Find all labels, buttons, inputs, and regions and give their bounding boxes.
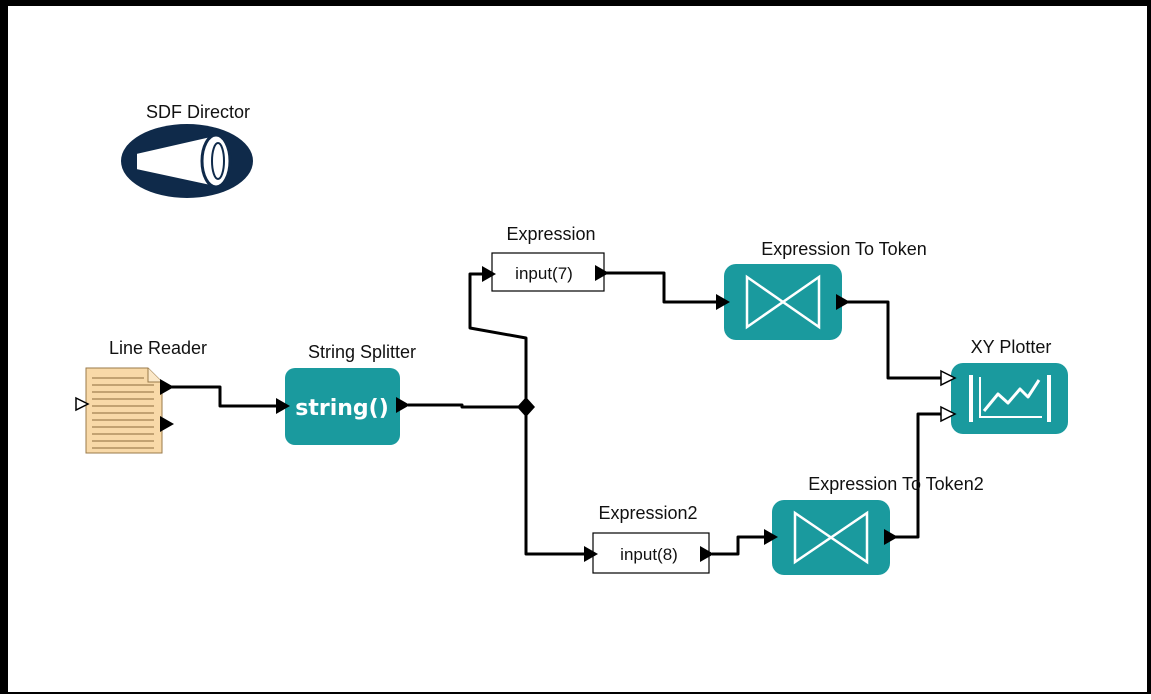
expression-to-token-label: Expression To Token bbox=[761, 239, 926, 259]
string-splitter-output-port[interactable] bbox=[396, 397, 410, 413]
wire-linereader-to-splitter[interactable] bbox=[168, 385, 280, 408]
expression-actor[interactable]: Expression input(7) bbox=[482, 224, 609, 292]
string-splitter-function: string() bbox=[295, 396, 389, 421]
wire-expression2-to-e2t2[interactable] bbox=[712, 535, 770, 556]
string-splitter-label: String Splitter bbox=[308, 342, 416, 362]
xy-plotter-actor[interactable]: XY Plotter bbox=[940, 337, 1068, 434]
expression-to-token2-actor[interactable]: Expression To Token2 bbox=[764, 474, 984, 575]
bowtie-icon bbox=[793, 510, 869, 565]
expression-label: Expression bbox=[506, 224, 595, 244]
expression-input-port[interactable] bbox=[482, 266, 496, 282]
wire-relation-to-expression2[interactable] bbox=[524, 407, 588, 556]
string-splitter-input-port[interactable] bbox=[276, 398, 290, 414]
wires bbox=[168, 271, 943, 556]
string-splitter-body bbox=[285, 368, 400, 445]
string-splitter-actor[interactable]: String Splitter string() bbox=[276, 342, 416, 445]
expression-to-token2-label: Expression To Token2 bbox=[808, 474, 983, 494]
expression-to-token2-output-port[interactable] bbox=[884, 529, 898, 545]
wire-e2t-to-plotter[interactable] bbox=[846, 300, 943, 380]
workflow-diagram: SDF Director Line Reader bbox=[75, 102, 1068, 575]
line-reader-input-port[interactable] bbox=[75, 396, 90, 412]
bowtie-icon bbox=[745, 274, 821, 330]
xy-plotter-label: XY Plotter bbox=[971, 337, 1052, 357]
line-reader-label: Line Reader bbox=[109, 338, 207, 358]
expression-to-token-output-port[interactable] bbox=[836, 294, 850, 310]
xy-plotter-input-port-1[interactable] bbox=[940, 369, 957, 387]
expression-text: input(7) bbox=[515, 264, 573, 283]
expression-output-port[interactable] bbox=[595, 265, 609, 281]
expression-to-token-input-port[interactable] bbox=[716, 294, 730, 310]
xy-plotter-input-port-2[interactable] bbox=[940, 405, 957, 423]
wire-splitter-to-relation[interactable] bbox=[408, 403, 526, 409]
expression2-box bbox=[592, 532, 710, 574]
sdf-director[interactable]: SDF Director bbox=[121, 102, 253, 198]
wire-expression-to-e2t[interactable] bbox=[606, 271, 720, 304]
wire-e2t2-to-plotter[interactable] bbox=[890, 412, 943, 539]
wire-relation-to-expression[interactable] bbox=[468, 272, 528, 407]
diamond-relation-icon[interactable] bbox=[517, 397, 535, 417]
expression2-text: input(8) bbox=[620, 545, 678, 564]
expression2-label: Expression2 bbox=[598, 503, 697, 523]
line-chart-icon bbox=[969, 375, 1051, 422]
line-reader-actor[interactable]: Line Reader bbox=[75, 338, 207, 454]
expression-to-token2-input-port[interactable] bbox=[764, 529, 778, 545]
line-reader-output-port[interactable] bbox=[160, 379, 174, 395]
expression2-actor[interactable]: Expression2 input(8) bbox=[584, 503, 714, 574]
expression2-input-port[interactable] bbox=[584, 546, 598, 562]
megaphone-icon bbox=[121, 124, 253, 198]
expression-box bbox=[491, 252, 605, 292]
expression2-output-port[interactable] bbox=[700, 546, 714, 562]
document-icon bbox=[85, 367, 163, 454]
director-label: SDF Director bbox=[146, 102, 250, 122]
expression-to-token-actor[interactable]: Expression To Token bbox=[716, 239, 927, 340]
line-reader-endofline-port[interactable] bbox=[160, 416, 174, 432]
